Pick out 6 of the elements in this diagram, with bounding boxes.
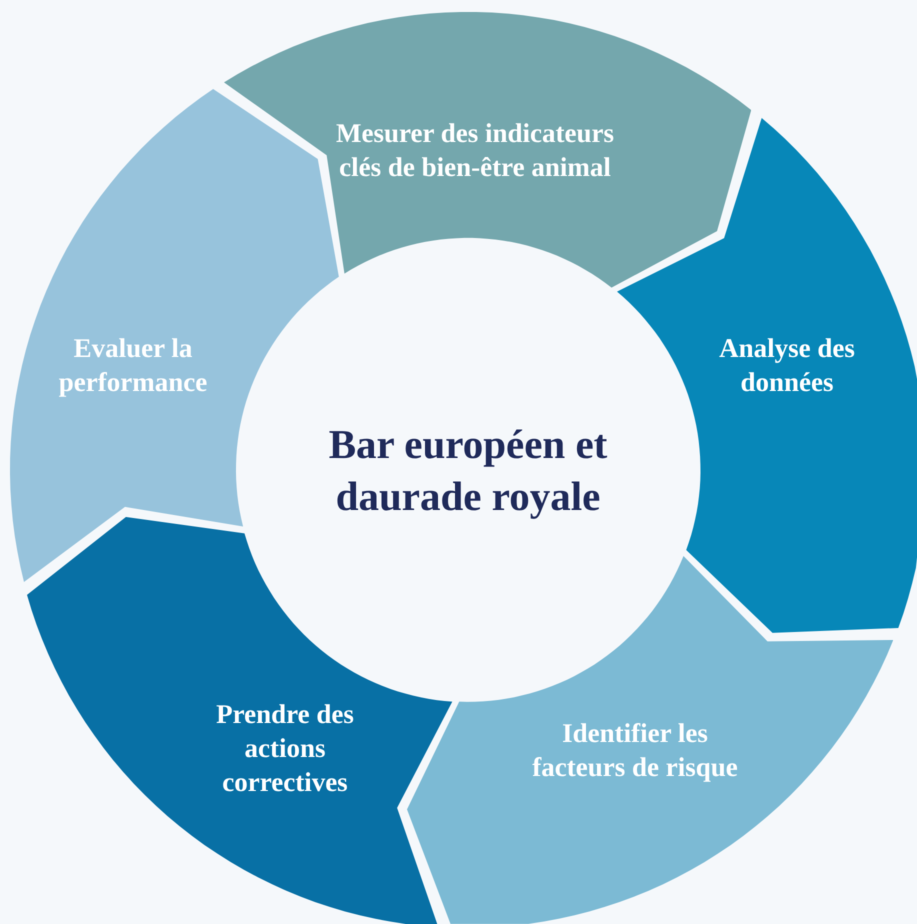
segment-label: Analyse des données: [718, 332, 856, 399]
segment-label: Prendre des actions correctives: [215, 698, 355, 799]
segment-label: Mesurer des indicateurs clés de bien-être animal: [334, 116, 615, 184]
center-title: Bar européen et daurade royale: [328, 420, 608, 521]
segment-label: Identifier les facteurs de risque: [531, 716, 739, 784]
segment-label: Evaluer la performance: [58, 332, 208, 399]
